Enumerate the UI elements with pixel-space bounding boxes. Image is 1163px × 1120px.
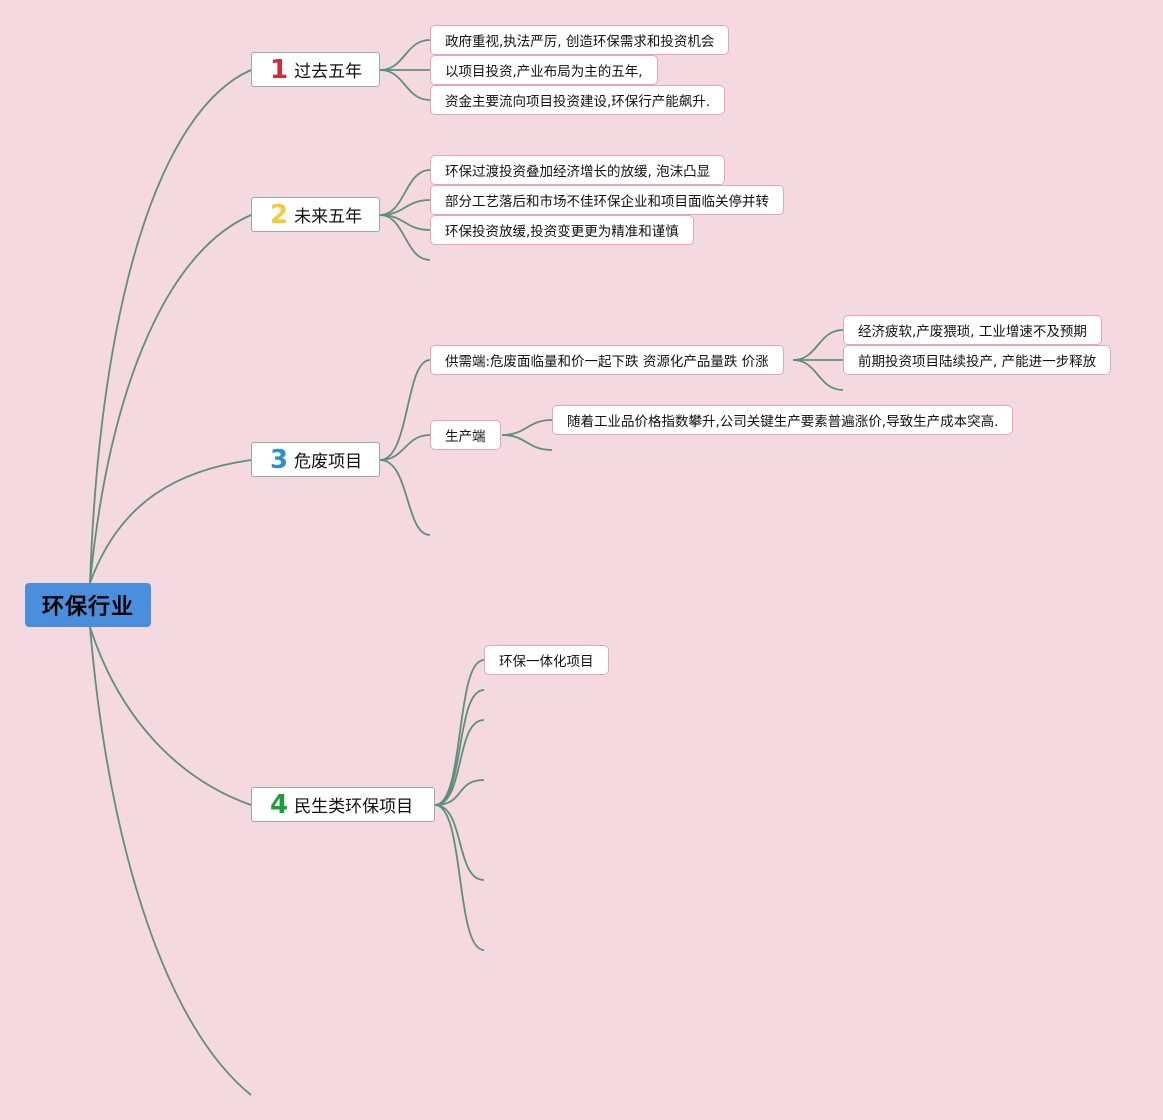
link-b3-c3 — [379, 459, 431, 536]
branch-label: 民生类环保项目 — [294, 797, 414, 817]
root-node[interactable]: 环保行业 — [25, 583, 151, 627]
leaf-node[interactable]: 部分工艺落后和市场不佳环保企业和项目面临关停并转 — [430, 185, 784, 215]
leaf-node[interactable]: 环保一体化项目 — [484, 645, 609, 675]
branch-node-next-five-years[interactable]: 2 未来五年 — [251, 197, 380, 232]
link-b4-c4 — [434, 779, 485, 806]
leaf-node[interactable]: 政府重视,执法严厉, 创造环保需求和投资机会 — [430, 25, 730, 55]
root-label: 环保行业 — [41, 595, 134, 620]
leaf-node-supply-side[interactable]: 供需端:危废面临量和价一起下跌 资源化产品量跌 价涨 — [430, 345, 784, 375]
branch-node-hazardous-waste[interactable]: 3 危废项目 — [251, 442, 380, 477]
branch-label: 危废项目 — [294, 452, 363, 472]
link-root-b2 — [89, 214, 252, 584]
leaf-node[interactable]: 随着工业品价格指数攀升,公司关键生产要素普遍涨价,导致生产成本突高. — [552, 405, 1014, 435]
link-root-b3 — [89, 459, 252, 584]
link-b3-s3 — [792, 359, 844, 391]
link-b2-c4 — [379, 214, 431, 261]
number-four-icon: 4 — [270, 789, 289, 820]
branch-label: 过去五年 — [294, 62, 363, 82]
branch-node-livelihood-projects[interactable]: 4 民生类环保项目 — [251, 787, 435, 822]
leaf-node[interactable]: 以项目投资,产业布局为主的五年, — [430, 55, 658, 85]
link-b4-c1 — [434, 659, 485, 806]
number-two-icon: 2 — [270, 199, 289, 230]
number-one-icon: 1 — [270, 54, 289, 85]
link-b1-c3 — [379, 69, 431, 101]
link-b4-c3 — [434, 719, 485, 806]
number-three-icon: 3 — [270, 444, 289, 475]
branch-label: 未来五年 — [294, 207, 363, 227]
link-root-b5 — [89, 626, 252, 1096]
leaf-node[interactable]: 资金主要流向项目投资建设,环保行产能飙升. — [430, 85, 726, 115]
link-b4-c2 — [434, 689, 485, 806]
link-b3-s1 — [792, 329, 844, 361]
leaf-node-production-side[interactable]: 生产端 — [430, 420, 501, 450]
link-b3-p1 — [501, 419, 553, 436]
branch-node-past-five-years[interactable]: 1 过去五年 — [251, 52, 380, 87]
leaf-node[interactable]: 环保投资放缓,投资变更更为精准和谨慎 — [430, 215, 694, 245]
link-b3-c2 — [379, 434, 431, 461]
link-root-b4 — [89, 626, 252, 806]
link-b4-c5 — [434, 804, 485, 881]
leaf-node[interactable]: 前期投资项目陆续投产, 产能进一步释放 — [843, 345, 1112, 375]
leaf-node[interactable]: 经济疲软,产废猥琐, 工业增速不及预期 — [843, 315, 1102, 345]
link-b4-c6 — [434, 804, 485, 951]
link-root-b1 — [89, 69, 252, 584]
link-b3-c1 — [379, 359, 431, 461]
leaf-node[interactable]: 环保过渡投资叠加经济增长的放缓, 泡沫凸显 — [430, 155, 726, 185]
link-b3-p2 — [501, 434, 553, 451]
link-b1-c1 — [379, 39, 431, 71]
